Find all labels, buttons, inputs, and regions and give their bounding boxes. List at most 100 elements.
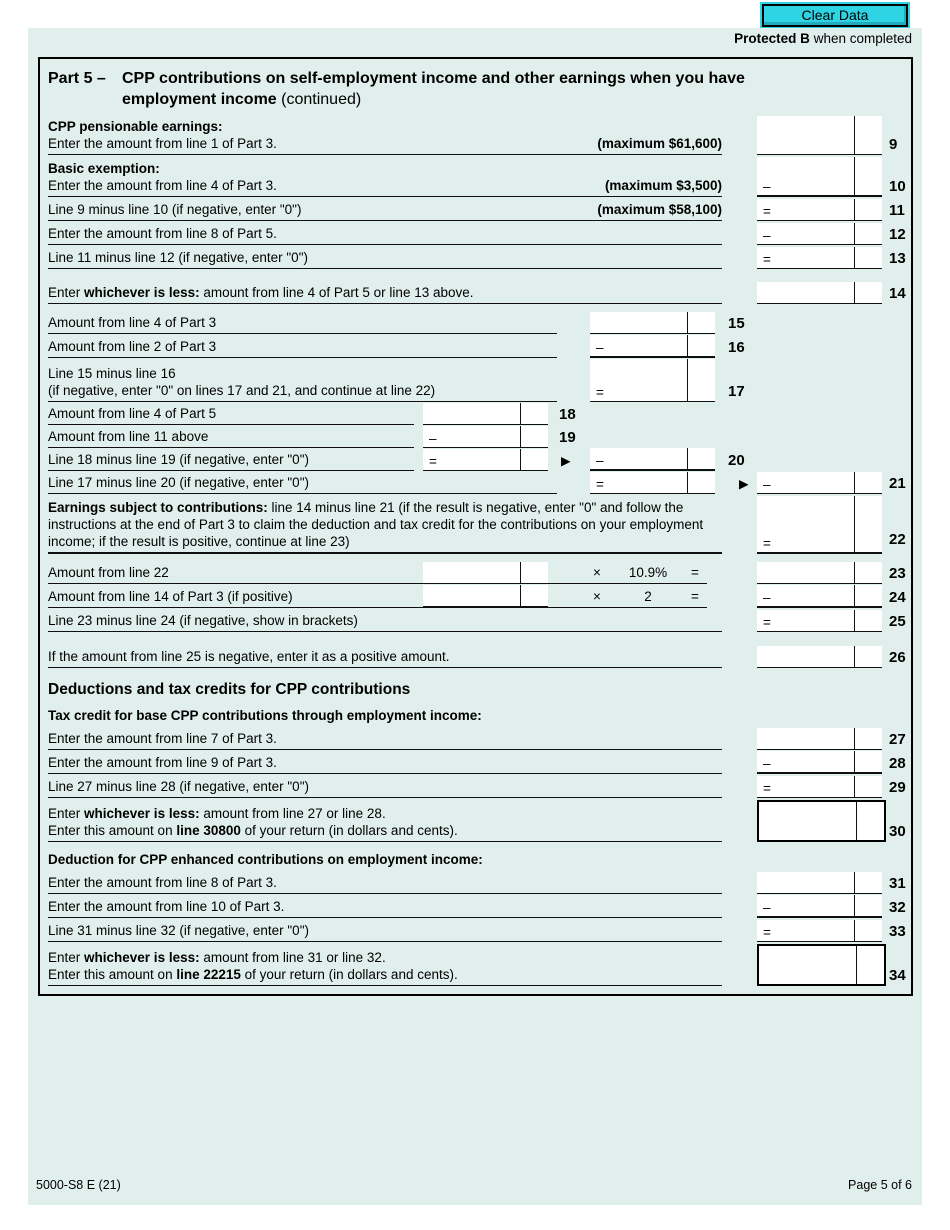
cents-divider — [853, 199, 855, 220]
line-18-amount-box — [423, 403, 548, 425]
line-16-amount-input[interactable] — [590, 335, 715, 356]
deductions-section-heading: Deductions and tax credits for CPP contr… — [48, 681, 411, 698]
cents-divider — [853, 282, 855, 303]
line-28-number: 28 — [889, 755, 906, 772]
line-20-amount-input[interactable] — [590, 448, 715, 469]
line-32-amount-box: – — [757, 895, 882, 918]
line-16-number: 16 — [728, 339, 745, 356]
line-27-amount-input[interactable] — [757, 728, 882, 749]
line-24-left-amount-input[interactable] — [423, 585, 548, 606]
line-11-amount-input[interactable] — [757, 199, 882, 220]
line-31-amount-box — [757, 872, 882, 894]
form-line-17: Line 15 minus line 16(if negative, enter… — [40, 358, 911, 402]
minus-operator: – — [763, 228, 771, 243]
part5-box: Part 5 – CPP contributions on self-emplo… — [38, 57, 913, 996]
line-24-amount-input[interactable] — [757, 585, 882, 606]
form-line-14: Enter whichever is less: amount from lin… — [40, 277, 911, 304]
part5-title-text: CPP contributions on self-employment inc… — [122, 70, 745, 108]
line-33-number: 33 — [889, 923, 906, 940]
form-line-22: Earnings subject to contributions: line … — [40, 494, 911, 554]
line-20-left-amount-input[interactable] — [423, 449, 548, 470]
cents-divider — [853, 496, 855, 552]
form-line-10: Basic exemption: Enter the amount from l… — [40, 155, 911, 197]
line-10-amount-input[interactable] — [757, 157, 882, 195]
line-24-label: Amount from line 14 of Part 3 (if positi… — [48, 584, 707, 608]
multiply-operator: × — [593, 589, 601, 604]
equals-operator: = — [763, 204, 771, 219]
line-11-number: 11 — [889, 202, 905, 219]
line-15-amount-input[interactable] — [590, 312, 715, 333]
part5-title: Part 5 – CPP contributions on self-emplo… — [40, 59, 911, 113]
line-32-number: 32 — [889, 899, 906, 916]
clear-data-button[interactable]: Clear Data — [762, 4, 908, 27]
line-23-amount-input[interactable] — [757, 562, 882, 583]
line-23-left-amount-input[interactable] — [423, 562, 548, 583]
line-9-number: 9 — [889, 136, 898, 153]
line-10-number: 10 — [889, 178, 906, 195]
line-20-left-amount-box: = — [423, 449, 548, 471]
equals-operator: = — [763, 615, 771, 630]
line-34-amount-input[interactable] — [759, 946, 884, 984]
form-line-31: Enter the amount from line 8 of Part 3. … — [40, 870, 911, 894]
line-14-amount-input[interactable] — [757, 282, 882, 303]
cents-divider — [853, 585, 855, 606]
line-13-amount-box: = — [757, 247, 882, 269]
line-13-amount-input[interactable] — [757, 247, 882, 268]
deduction-enhanced-subheading: Deduction for CPP enhanced contributions… — [48, 852, 483, 867]
form-line-9: CPP pensionable earnings: Enter the amou… — [40, 113, 911, 155]
line-25-label: Line 23 minus line 24 (if negative, show… — [48, 608, 722, 632]
line-31-amount-input[interactable] — [757, 872, 882, 893]
line-26-number: 26 — [889, 649, 906, 666]
line-27-amount-box — [757, 728, 882, 750]
form-line-24: Amount from line 14 of Part 3 (if positi… — [40, 584, 911, 608]
line-31-label: Enter the amount from line 8 of Part 3. — [48, 870, 722, 894]
form-line-28: Enter the amount from line 9 of Part 3. … — [40, 750, 911, 774]
form-code: 5000-S8 E (21) — [36, 1178, 121, 1192]
form-line-30: Enter whichever is less: amount from lin… — [40, 798, 911, 842]
equals-operator: = — [691, 589, 699, 604]
line-13-number: 13 — [889, 250, 906, 267]
line-26-amount-input[interactable] — [757, 646, 882, 667]
equals-operator: = — [596, 477, 604, 492]
line-33-amount-input[interactable] — [757, 920, 882, 941]
form-line-18: Amount from line 4 of Part 5 18 — [40, 402, 911, 425]
equals-operator: = — [763, 925, 771, 940]
line-22-label: Earnings subject to contributions: line … — [48, 494, 722, 554]
line-25-amount-input[interactable] — [757, 610, 882, 631]
line-27-number: 27 — [889, 731, 906, 748]
line-30-amount-box — [757, 800, 886, 842]
form-line-12: Enter the amount from line 8 of Part 5. … — [40, 221, 911, 245]
cents-divider — [853, 895, 855, 916]
line-9-amount-input[interactable] — [757, 116, 882, 154]
line-10-maximum: (maximum $3,500) — [604, 178, 722, 193]
line-17-amount-input[interactable] — [590, 359, 715, 401]
line-17-label: Line 15 minus line 16(if negative, enter… — [48, 358, 557, 402]
form-line-13: Line 11 minus line 12 (if negative, ente… — [40, 245, 911, 269]
line-22-amount-input[interactable] — [757, 496, 882, 552]
line-21-left-amount-input[interactable] — [590, 472, 715, 493]
line-32-amount-input[interactable] — [757, 895, 882, 916]
line-18-amount-input[interactable] — [423, 403, 548, 424]
line-23-number: 23 — [889, 565, 906, 582]
cents-divider — [686, 312, 688, 333]
line-19-amount-box: – — [423, 426, 548, 448]
line-15-label: Amount from line 4 of Part 3 — [48, 310, 557, 334]
cents-divider — [853, 776, 855, 797]
line-19-amount-input[interactable] — [423, 426, 548, 447]
line-12-amount-input[interactable] — [757, 223, 882, 244]
line-21-amount-input[interactable] — [757, 472, 882, 493]
line-30-amount-input[interactable] — [759, 802, 884, 840]
cents-divider — [519, 562, 521, 583]
line-24-amount-box: – — [757, 585, 882, 608]
line-20-amount-box: – — [590, 448, 715, 471]
line-29-number: 29 — [889, 779, 906, 796]
line-14-number: 14 — [889, 285, 906, 302]
line-14-label: Enter whichever is less: amount from lin… — [48, 277, 722, 304]
line-12-label: Enter the amount from line 8 of Part 5. — [48, 221, 722, 245]
line-28-amount-input[interactable] — [757, 751, 882, 772]
line-12-amount-box: – — [757, 223, 882, 245]
line-28-label: Enter the amount from line 9 of Part 3. — [48, 750, 722, 774]
line-32-label: Enter the amount from line 10 of Part 3. — [48, 894, 722, 918]
line-29-amount-input[interactable] — [757, 776, 882, 797]
line-10-label: Basic exemption: Enter the amount from l… — [48, 155, 722, 197]
